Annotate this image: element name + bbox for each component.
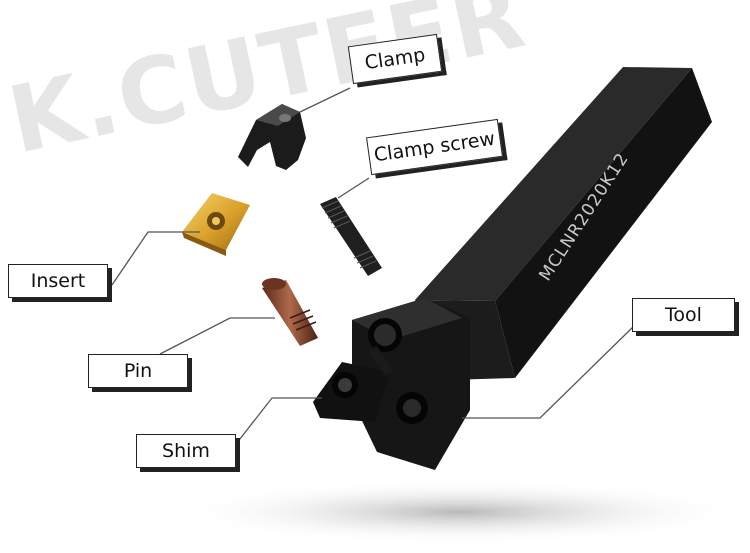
tool-holder: MCLNR2020K12 xyxy=(313,67,712,470)
clamp-screw-part xyxy=(320,197,382,276)
label-insert: Insert xyxy=(8,264,112,302)
label-tool: Tool xyxy=(632,298,739,336)
pin-part xyxy=(262,278,318,346)
label-pin: Pin xyxy=(88,354,192,392)
insert-part xyxy=(182,193,250,256)
label-shim: Shim xyxy=(136,434,240,472)
clamp-part xyxy=(238,104,306,170)
leader-lines xyxy=(111,87,635,445)
floor-shadow xyxy=(170,480,750,544)
